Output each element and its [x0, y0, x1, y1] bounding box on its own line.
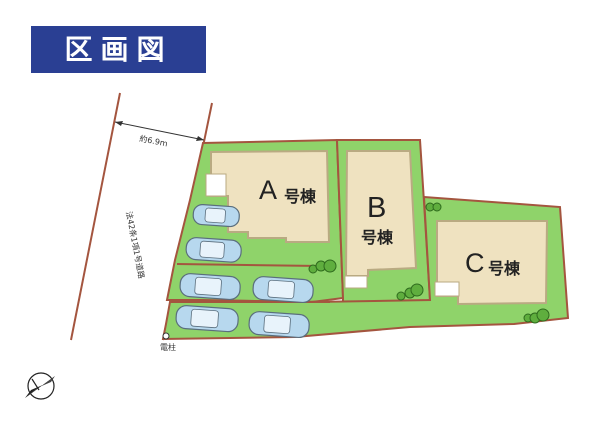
building-a-label: 号棟 — [284, 187, 317, 206]
car-icon — [252, 276, 314, 304]
building-c-label: 号棟 — [488, 259, 521, 278]
tree-icon — [396, 291, 406, 301]
utility-pole-label: 電柱 — [160, 342, 176, 352]
building-b-label: 号棟 — [361, 228, 394, 247]
building-b: B 号棟 — [344, 150, 418, 289]
north-arrow-icon — [25, 372, 55, 400]
utility-pole-icon — [162, 332, 170, 340]
road-edge-left — [70, 92, 121, 341]
car-icon — [179, 273, 241, 301]
tree-icon — [432, 202, 442, 212]
road-width-label: 約6.9m — [139, 133, 169, 148]
page-title: 区画図 — [64, 33, 173, 66]
tree-icon — [536, 308, 550, 322]
title-banner: 区画図 — [31, 26, 206, 73]
road-width-dimension: 約6.9m — [114, 121, 205, 148]
tree-icon — [323, 259, 337, 273]
parking-divider — [176, 263, 321, 267]
car-icon — [192, 204, 240, 228]
parking-area — [175, 204, 314, 339]
tree-icon — [410, 283, 424, 297]
building-c-letter: C — [465, 248, 485, 278]
trees — [308, 202, 550, 324]
building-a-letter: A — [259, 175, 277, 205]
car-icon — [248, 311, 310, 339]
car-icon — [185, 237, 242, 263]
car-icon — [175, 305, 239, 333]
building-b-letter: B — [367, 192, 386, 224]
road-name-label: 法42条1項1号道路 — [124, 210, 147, 279]
building-a: A 号棟 — [205, 149, 331, 243]
building-c: C 号棟 — [434, 220, 549, 306]
